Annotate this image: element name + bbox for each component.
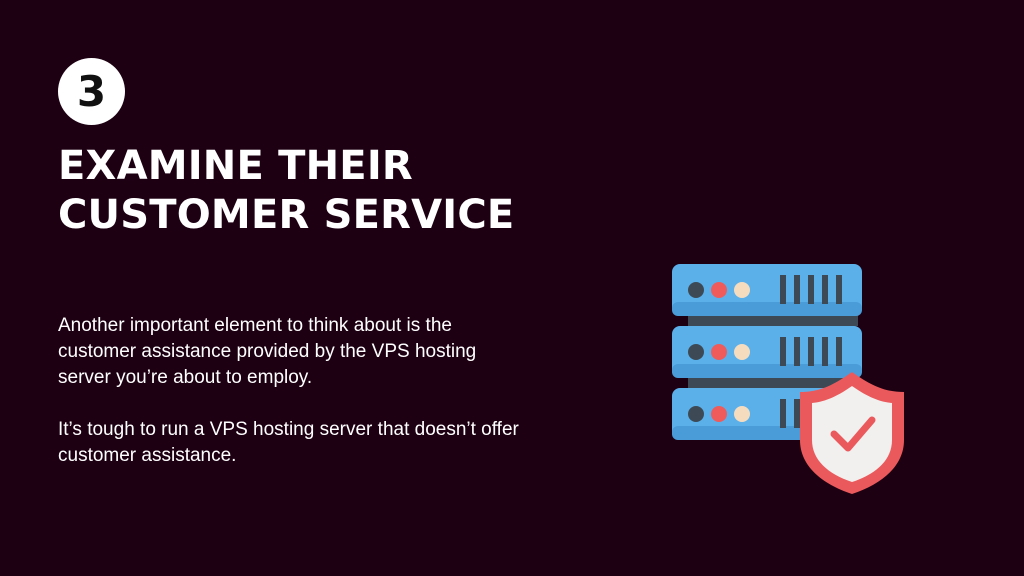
slide-body: Another important element to think about… [58,313,528,469]
slide-title: EXAMINE THEIR CUSTOMER SERVICE [58,142,578,240]
body-paragraph-1: Another important element to think about… [58,315,477,388]
shield-check-icon [800,372,904,494]
step-number: 3 [76,66,107,116]
server-unit-1 [672,264,862,316]
slide-title-line-1: EXAMINE THEIR [58,143,413,189]
step-number-badge: 3 [58,58,125,125]
server-shield-illustration [672,264,904,494]
slide-title-line-2: CUSTOMER SERVICE [58,192,515,238]
server-unit-2 [672,326,862,378]
body-paragraph-2: It’s tough to run a VPS hosting server t… [58,419,519,466]
